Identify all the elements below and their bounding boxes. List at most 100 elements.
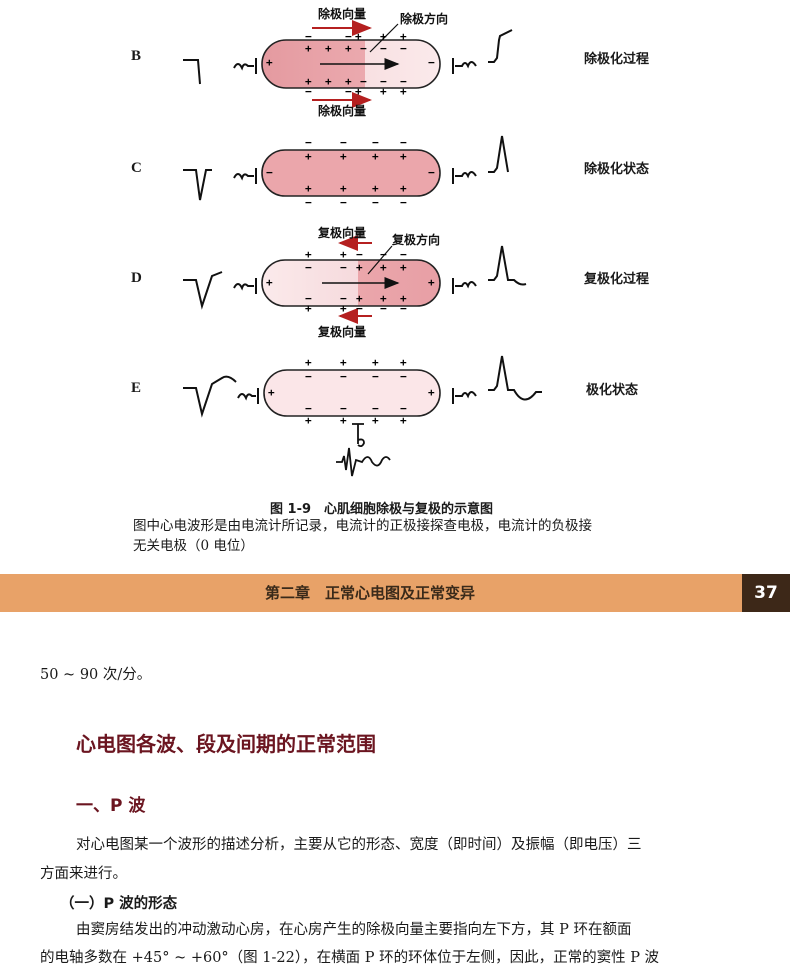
svg-text:−: − xyxy=(428,56,435,69)
svg-text:+: + xyxy=(372,150,379,163)
svg-text:+: + xyxy=(305,356,312,369)
svg-text:+: + xyxy=(380,261,387,274)
svg-text:+: + xyxy=(428,276,435,289)
row-b-electrode-left xyxy=(233,58,257,74)
bottom-probe xyxy=(336,423,391,477)
row-c-state: 除极化状态 xyxy=(584,162,650,177)
svg-text:−: − xyxy=(380,248,387,261)
svg-text:−: − xyxy=(372,402,379,415)
svg-text:+: + xyxy=(340,248,347,261)
svg-text:+: + xyxy=(356,292,363,305)
svg-text:+: + xyxy=(340,356,347,369)
row-c-trace-right xyxy=(488,135,509,173)
chapter-title: 第二章 正常心电图及正常变异 xyxy=(264,584,475,602)
svg-text:+: + xyxy=(380,85,387,98)
svg-text:+: + xyxy=(340,302,347,315)
row-c-trace-left xyxy=(183,169,212,201)
paragraph-2-line-2: 的电轴多数在 +45° ~ +60°（图 1-22），在横面 P 环的环体位于左… xyxy=(40,950,660,966)
row-d-bottom-vector-label: 复极向量 xyxy=(318,325,367,339)
svg-text:+: + xyxy=(345,75,352,88)
row-d-state: 复极化过程 xyxy=(584,272,650,287)
row-b-state: 除极化过程 xyxy=(584,52,650,67)
svg-text:+: + xyxy=(305,302,312,315)
svg-text:+: + xyxy=(400,356,407,369)
svg-text:−: − xyxy=(305,402,312,415)
svg-text:+: + xyxy=(325,42,332,55)
svg-text:+: + xyxy=(305,75,312,88)
svg-text:−: − xyxy=(340,292,347,305)
svg-text:−: − xyxy=(372,370,379,383)
page-number: 37 xyxy=(742,574,790,612)
svg-text:+: + xyxy=(400,150,407,163)
row-b-top-vector-label: 除极向量 xyxy=(318,7,367,21)
svg-text:−: − xyxy=(360,75,367,88)
figure-diagram: −−+++ +++−−− +++−−− −−+++ +− −−−− ++++ +… xyxy=(183,20,542,477)
svg-text:+: + xyxy=(266,276,273,289)
svg-text:+: + xyxy=(266,56,273,69)
row-d-diagram: ++−−− −−+++ −−+++ ++−−− ++ xyxy=(183,235,527,324)
svg-text:−: − xyxy=(400,42,407,55)
svg-text:−: − xyxy=(345,30,352,43)
svg-text:+: + xyxy=(305,42,312,55)
svg-text:+: + xyxy=(400,414,407,427)
svg-text:−: − xyxy=(400,402,407,415)
paragraph-1-line-2: 方面来进行。 xyxy=(40,866,127,882)
row-b-electrode-right xyxy=(452,58,477,74)
sub-title-p-wave: 一、P 波 xyxy=(76,796,146,816)
row-e-state: 极化状态 xyxy=(586,383,639,398)
row-c-cell xyxy=(261,149,441,197)
row-d-trace-left xyxy=(183,271,223,310)
svg-text:−: − xyxy=(400,136,407,149)
svg-text:+: + xyxy=(372,356,379,369)
paragraph-2-line-1: 由窦房结发出的冲动激动心房，在心房产生的除极向量主要指向左下方，其 P 环在额面 xyxy=(76,922,632,938)
svg-text:+: + xyxy=(340,414,347,427)
chapter-banner: 第二章 正常心电图及正常变异 37 xyxy=(0,574,790,612)
paragraph-1-line-1: 对心电图某一个波形的描述分析，主要从它的形态、宽度（即时间）及振幅（即电压）三 xyxy=(76,837,642,853)
svg-text:−: − xyxy=(340,261,347,274)
row-e-trace-right xyxy=(488,355,542,401)
subsection-p-wave-morphology: （一）P 波的形态 xyxy=(60,896,178,912)
svg-text:−: − xyxy=(305,370,312,383)
svg-text:−: − xyxy=(400,302,407,315)
svg-text:+: + xyxy=(305,414,312,427)
svg-text:−: − xyxy=(340,402,347,415)
svg-text:−: − xyxy=(400,196,407,209)
svg-text:+: + xyxy=(305,182,312,195)
bottom-ecg-trace xyxy=(336,447,391,477)
svg-text:−: − xyxy=(380,42,387,55)
rate-line: 50 ~ 90 次/分。 xyxy=(40,667,152,683)
svg-text:−: − xyxy=(305,30,312,43)
svg-text:−: − xyxy=(356,302,363,315)
row-d-direction-label: 复极方向 xyxy=(392,233,441,247)
svg-text:−: − xyxy=(345,85,352,98)
svg-text:−: − xyxy=(400,248,407,261)
svg-text:+: + xyxy=(372,182,379,195)
figure-caption-line-1: 图中心电波形是由电流计所记录，电流计的正极接探查电极，电流计的负极接 xyxy=(133,518,592,534)
row-c-diagram: −−−− ++++ ++++ −−−− −− xyxy=(183,135,509,209)
svg-text:+: + xyxy=(400,261,407,274)
svg-text:−: − xyxy=(400,75,407,88)
svg-text:+: + xyxy=(380,292,387,305)
svg-text:−: − xyxy=(305,85,312,98)
row-b-diagram: −−+++ +++−−− +++−−− −−+++ +− xyxy=(183,20,513,108)
svg-text:−: − xyxy=(340,196,347,209)
svg-text:−: − xyxy=(428,166,435,179)
figure-caption-line-2: 无关电极（0 电位） xyxy=(133,538,254,554)
svg-text:+: + xyxy=(428,386,435,399)
svg-text:+: + xyxy=(380,30,387,43)
svg-text:−: − xyxy=(372,136,379,149)
row-b-direction-label: 除极方向 xyxy=(400,12,449,26)
svg-text:+: + xyxy=(345,42,352,55)
svg-text:−: − xyxy=(400,370,407,383)
svg-text:−: − xyxy=(305,136,312,149)
svg-text:+: + xyxy=(400,30,407,43)
svg-text:+: + xyxy=(400,85,407,98)
svg-text:+: + xyxy=(340,182,347,195)
row-c-letter: C xyxy=(131,160,142,176)
row-e-cell xyxy=(263,369,441,417)
svg-text:+: + xyxy=(325,75,332,88)
svg-text:+: + xyxy=(268,386,275,399)
svg-text:−: − xyxy=(305,292,312,305)
svg-text:+: + xyxy=(355,85,362,98)
row-d-top-vector-label: 复极向量 xyxy=(318,226,367,240)
